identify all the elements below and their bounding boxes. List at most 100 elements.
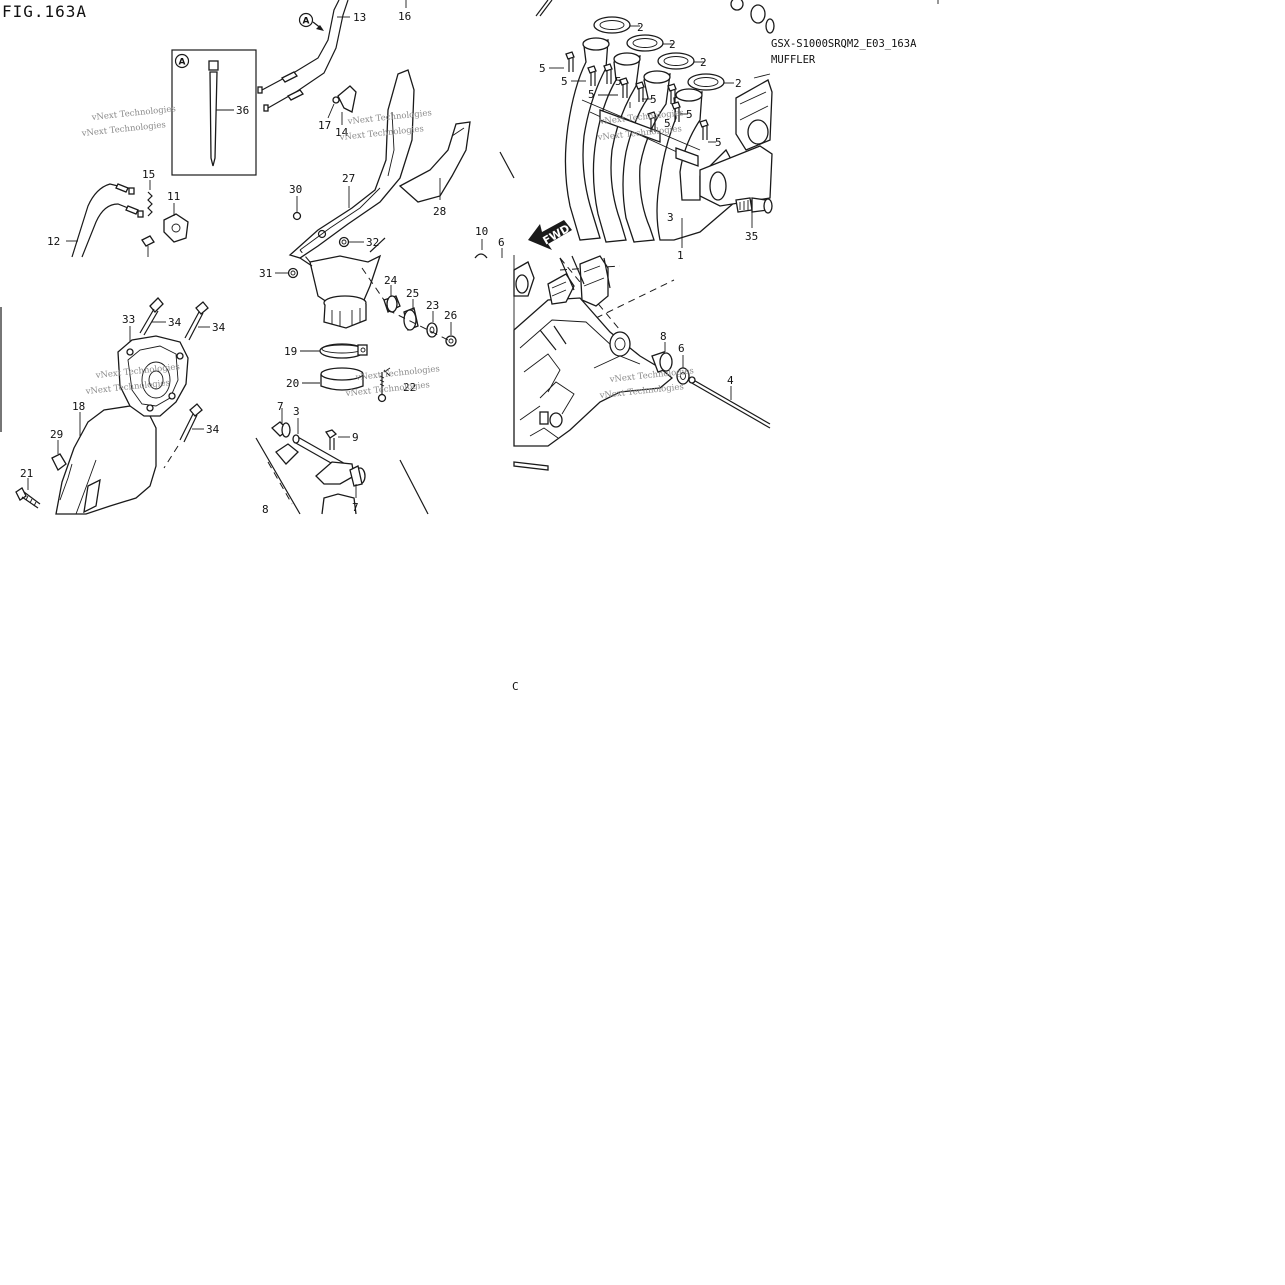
callout-23: 23: [426, 299, 439, 312]
cable-13: [261, 0, 340, 91]
callout-14: 14: [335, 126, 349, 139]
muffler-cover-part-33: [117, 335, 189, 417]
bolt-part-5-c: [603, 63, 613, 84]
bushing-part-8-a: [651, 351, 673, 373]
bushing-part-7-a: [271, 421, 291, 438]
bolt-part-34-a: [139, 297, 164, 336]
callout-5e: 5: [650, 93, 657, 106]
bolt-part-34-c: [179, 403, 203, 443]
callout-35: 35: [745, 230, 758, 243]
callout-12: 12: [47, 235, 60, 248]
gasket-part-2-c: [657, 52, 695, 70]
callout-9: 9: [352, 431, 359, 444]
model-code: GSX-S1000SRQM2_E03_163A: [771, 38, 917, 50]
callout-6a: 6: [498, 236, 505, 249]
fwd-direction-arrow: FWD: [528, 220, 572, 250]
watermark-2: vNext Technologies vNext Technologies: [338, 108, 432, 143]
bolt-part-22: [377, 372, 387, 403]
callout-19: 19: [284, 345, 297, 358]
bolt-part-34-b: [184, 301, 209, 341]
callout-5g: 5: [664, 117, 671, 130]
bushing-part-7-b: [349, 465, 366, 487]
callout-24: 24: [384, 274, 398, 287]
callout-5c: 5: [615, 75, 622, 88]
bolt-part-5-b: [587, 65, 597, 86]
nut-part-32: [338, 236, 350, 248]
figure-title: FIG.163A: [2, 2, 87, 21]
callout-34b: 34: [212, 321, 226, 334]
callout-26: 26: [444, 309, 457, 322]
callout-7a: 7: [277, 400, 284, 413]
detail-marker-a-circle: [174, 53, 190, 69]
detail-marker-a-label: A: [179, 58, 186, 68]
callout-5b: 5: [561, 75, 568, 88]
callout-34a: 34: [168, 316, 182, 329]
callout-27: 27: [342, 172, 355, 185]
cable-12: [71, 183, 119, 258]
callout-32: 32: [366, 236, 379, 249]
clamp-part-19: [319, 343, 368, 359]
callout-11: 11: [167, 190, 180, 203]
spring-part-15: [147, 191, 153, 217]
callout-2a: 2: [637, 21, 644, 34]
callout-2c: 2: [700, 56, 707, 69]
callout-5f: 5: [686, 108, 693, 121]
callout-8a: 8: [660, 330, 667, 343]
callout-1: 1: [677, 249, 684, 262]
stray-mark: C: [512, 680, 519, 693]
gasket-part-2-d: [687, 73, 725, 91]
gasket-part-2-a: [593, 16, 631, 34]
bolt-part-5-f: [667, 83, 677, 104]
callout-31: 31: [259, 267, 272, 280]
sensor-part-35: [735, 197, 773, 214]
callout-3a: 3: [293, 405, 300, 418]
bolt-part-10: [474, 253, 488, 259]
callout-16: 16: [398, 10, 411, 23]
bracket-part-14: [332, 85, 357, 113]
bolt-part-30: [292, 211, 302, 221]
callout-5a: 5: [539, 62, 546, 75]
watermark-1: vNext Technologies vNext Technologies: [80, 104, 176, 139]
heat-shield-part-28: [398, 121, 471, 203]
callout-4: 4: [727, 374, 734, 387]
callout-20: 20: [286, 377, 299, 390]
pad-part-29: [51, 453, 67, 471]
bolt-part-5-g: [671, 101, 681, 122]
callout-22: 22: [403, 381, 416, 394]
exhaust-header-part-1: [564, 37, 773, 243]
bolt-part-21: [15, 487, 41, 509]
callout-25: 25: [406, 287, 419, 300]
nut-part-31: [287, 267, 299, 279]
callout-5d: 5: [588, 88, 595, 101]
bracket-part-11: [163, 213, 189, 243]
bracket-part-8-b: [315, 461, 357, 515]
heat-shield-part-27: [288, 69, 415, 259]
muffler-part-18: [55, 405, 157, 515]
gasket-part-20: [320, 367, 364, 391]
callout-34c: 34: [206, 423, 220, 436]
callout-18: 18: [72, 400, 85, 413]
callout-17: 17: [318, 119, 331, 132]
gasket-part-2-b: [626, 34, 664, 52]
callout-2d: 2: [735, 77, 742, 90]
frame-casting: [513, 255, 674, 447]
callout-2b: 2: [669, 38, 676, 51]
callout-6b: 6: [678, 342, 685, 355]
callout-21: 21: [20, 467, 33, 480]
bolt-part-5-a: [565, 51, 575, 72]
section-title: MUFFLER: [771, 54, 816, 66]
callout-13: 13: [353, 11, 366, 24]
callout-30: 30: [289, 183, 302, 196]
mount-parts-23-26: [383, 295, 457, 347]
bolt-part-5-i: [699, 119, 709, 140]
callout-10: 10: [475, 225, 488, 238]
callout-33: 33: [122, 313, 135, 326]
svg-text:vNext Technologies: vNext Technologies: [80, 120, 166, 139]
bolt-part-5-d: [619, 77, 629, 98]
callout-5h: 5: [715, 136, 722, 149]
callout-36: 36: [236, 104, 249, 117]
callout-8b: 8: [262, 503, 269, 516]
watermark-4: vNext Technologies vNext Technologies: [344, 364, 440, 399]
